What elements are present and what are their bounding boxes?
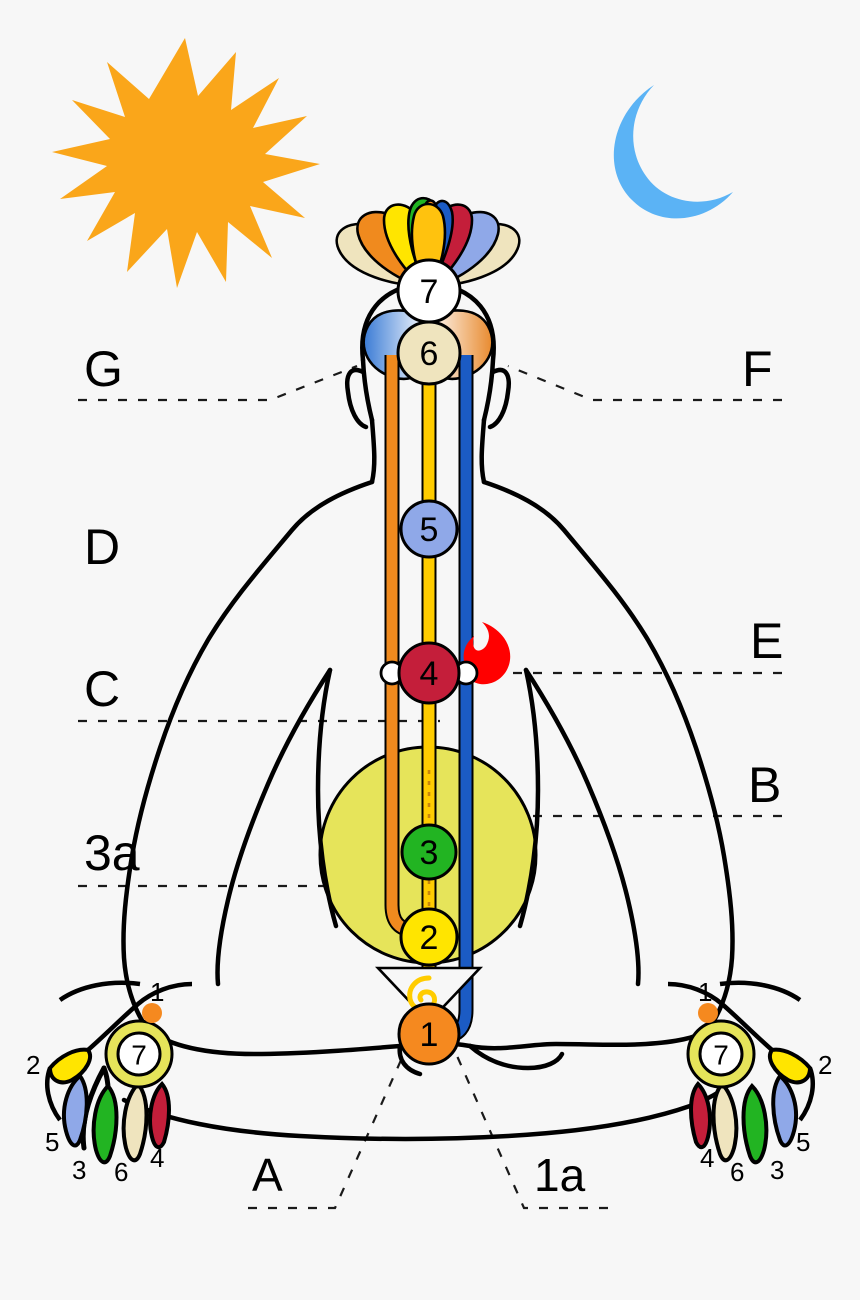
chakra-6-label: 6 [420,335,439,373]
chakra-1[interactable]: 1 [397,1002,461,1066]
chakra-4-label: 4 [420,655,439,693]
hand-point-6-left[interactable] [121,1081,149,1163]
chakra-2-label: 2 [420,919,439,957]
chakra-7[interactable]: 7 [396,258,462,324]
right-hand-label-2: 2 [818,1050,833,1080]
label-c: C [84,661,121,717]
left-hand-label-6: 6 [114,1157,129,1187]
chakra-7-label: 7 [420,273,439,311]
hand-point-1-left[interactable] [142,1003,162,1023]
right-hand-label-5: 5 [796,1127,811,1157]
right-hand-label-4: 4 [700,1143,715,1173]
left-hand-label-3: 3 [72,1155,87,1185]
hand-point-1-right[interactable] [698,1003,718,1023]
heart-side-nodes [379,660,479,686]
label-e: E [750,613,784,669]
left-hand: 7 [45,980,193,1165]
label-1a: 1a [534,1149,586,1201]
hand-point-5-left[interactable] [61,1073,89,1148]
hand-point-3-right[interactable] [741,1083,769,1165]
chakra-3[interactable]: 3 [400,823,458,881]
left-hand-label-1: 1 [150,977,165,1007]
chakra-6[interactable]: 6 [396,320,462,386]
downward-triangle [374,966,484,1024]
chakra-3-label: 3 [420,834,439,872]
sun-icon [52,38,320,288]
hand-point-3-left[interactable] [91,1083,119,1165]
chakra-1-label: 1 [420,1016,439,1054]
left-hand-label-4: 4 [150,1143,165,1173]
label-b: B [748,757,782,813]
chakra-4[interactable]: 4 [397,641,461,705]
right-hand-label-3: 3 [770,1155,785,1185]
chakra-2[interactable]: 2 [399,907,459,967]
left-palm-chakra[interactable]: 7 [104,1019,174,1089]
hand-point-2-left[interactable] [47,1047,92,1085]
right-hand [667,980,815,1165]
label-g: G [84,341,123,397]
chakra-5-label: 5 [420,511,439,549]
label-f: F [742,341,773,397]
left-palm-chakra-label: 7 [131,1040,147,1071]
right-hand-label-6: 6 [730,1157,745,1187]
crescent-moon-icon [613,85,733,219]
hand-point-6-right[interactable] [711,1081,739,1163]
hand-point-2-right[interactable] [768,1047,813,1085]
label-d: D [84,519,121,575]
right-palm-chakra[interactable] [686,1019,756,1089]
left-hand-label-5: 5 [45,1127,60,1157]
left-hand-label-2: 2 [26,1050,41,1080]
hand-point-4-left[interactable] [148,1081,171,1150]
chakra-5[interactable]: 5 [399,499,459,559]
label-3a: 3a [84,825,140,881]
right-palm-chakra-label: 7 [713,1040,729,1071]
hand-point-4-right[interactable] [689,1081,712,1150]
hand-point-5-right[interactable] [771,1073,799,1148]
label-a: A [252,1149,283,1201]
right-hand-label-1: 1 [698,977,713,1007]
